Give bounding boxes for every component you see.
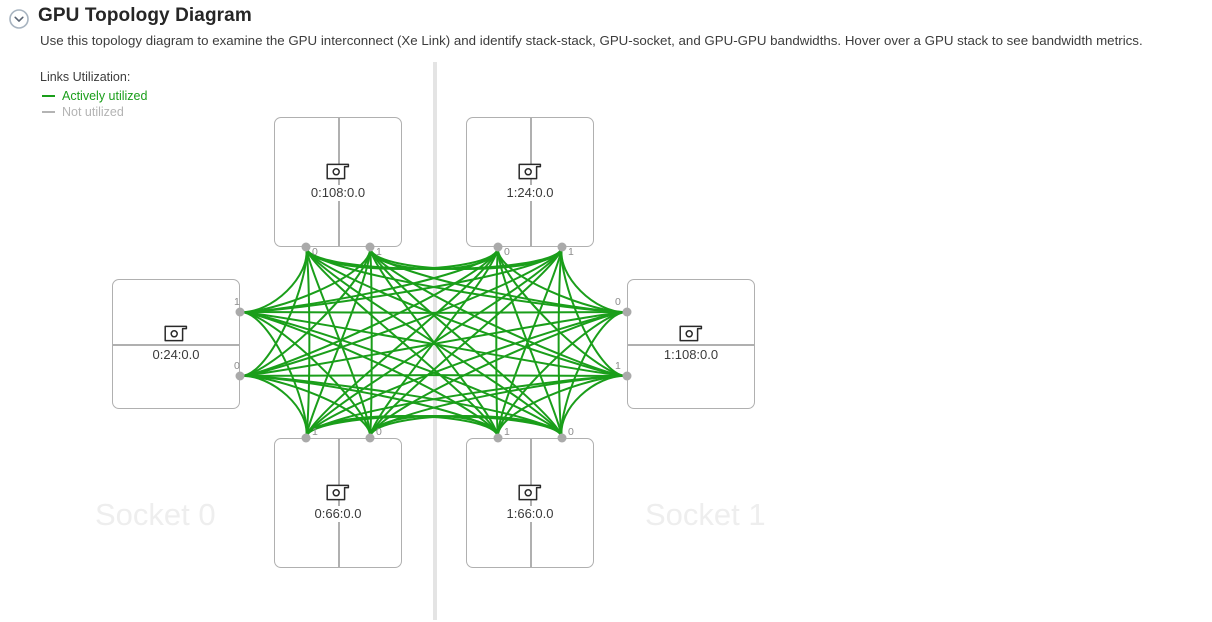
- xe-link: [496, 310, 628, 439]
- legend-label-active: Actively utilized: [62, 89, 148, 103]
- xe-link: [368, 246, 563, 271]
- xe-link: [368, 310, 628, 439]
- xe-link: [305, 246, 500, 439]
- gpu-stack-divider: [530, 118, 532, 246]
- xe-link: [239, 246, 308, 314]
- legend-line-active-icon: [42, 95, 55, 97]
- xe-link: [368, 246, 628, 314]
- xe-link: [239, 374, 308, 439]
- xe-link: [239, 374, 372, 439]
- port-0-gpu-bottom-right[interactable]: [557, 433, 567, 443]
- gpu-stack-divider: [530, 439, 532, 567]
- legend-label-inactive: Not utilized: [62, 105, 124, 119]
- xe-link: [239, 246, 372, 314]
- panel-description: Use this topology diagram to examine the…: [40, 33, 1143, 48]
- xe-link: [495, 246, 499, 439]
- xe-link: [239, 310, 372, 439]
- page-title: GPU Topology Diagram: [38, 5, 252, 26]
- port-1-gpu-right[interactable]: [622, 371, 632, 381]
- port-label-0-gpu-top-right: 0: [504, 246, 510, 258]
- xe-link: [239, 246, 564, 378]
- port-1-gpu-top-right[interactable]: [557, 242, 567, 252]
- xe-link: [368, 246, 563, 439]
- xe-link: [496, 246, 628, 314]
- xe-link: [304, 310, 628, 439]
- port-label-0-gpu-top-left: 0: [312, 246, 318, 258]
- xe-link: [305, 246, 372, 439]
- xe-link: [557, 246, 563, 439]
- xe-link: [239, 374, 564, 439]
- chevron-down-circle-icon[interactable]: [8, 8, 30, 30]
- xe-link: [305, 415, 500, 439]
- xe-link: [239, 310, 500, 439]
- links-utilization-legend: Links Utilization: Actively utilized Not…: [40, 70, 147, 120]
- xe-link: [368, 246, 628, 378]
- port-label-1-gpu-left: 1: [234, 296, 240, 308]
- xe-link: [560, 310, 628, 439]
- xe-link: [305, 246, 500, 439]
- port-label-1-gpu-top-left: 1: [376, 246, 382, 258]
- port-1-gpu-top-left[interactable]: [365, 242, 375, 252]
- xe-link: [496, 374, 628, 439]
- gpu-stack-divider: [338, 118, 340, 246]
- xe-link: [305, 246, 372, 439]
- socket-divider: [433, 62, 437, 620]
- socket-1-watermark: Socket 1: [645, 497, 766, 532]
- xe-link: [239, 246, 564, 314]
- gpu-box-0-24-0-0[interactable]: [112, 279, 240, 409]
- socket-0-watermark: Socket 0: [95, 497, 216, 532]
- xe-link: [496, 246, 563, 439]
- xe-link: [239, 310, 308, 439]
- port-label-1-gpu-bottom-left: 1: [312, 426, 318, 438]
- xe-link: [304, 374, 628, 439]
- port-0-gpu-right[interactable]: [622, 307, 632, 317]
- port-0-gpu-left[interactable]: [235, 371, 245, 381]
- xe-link: [496, 246, 563, 439]
- xe-link: [239, 246, 308, 378]
- port-label-0-gpu-bottom-right: 0: [568, 426, 574, 438]
- xe-link: [305, 246, 311, 439]
- xe-link: [304, 246, 628, 314]
- gpu-stack-divider: [628, 344, 754, 346]
- gpu-box-0-66-0-0[interactable]: [274, 438, 402, 568]
- port-1-gpu-bottom-left[interactable]: [301, 433, 311, 443]
- port-label-0-gpu-left: 0: [234, 360, 240, 372]
- port-0-gpu-bottom-left[interactable]: [365, 433, 375, 443]
- port-1-gpu-bottom-right[interactable]: [493, 433, 503, 443]
- legend-item-active: Actively utilized: [40, 88, 147, 104]
- xe-link: [239, 310, 564, 439]
- port-1-gpu-left[interactable]: [235, 307, 245, 317]
- port-label-1-gpu-top-right: 1: [568, 246, 574, 258]
- xe-link: [560, 246, 628, 378]
- legend-line-inactive-icon: [42, 111, 55, 113]
- xe-link: [304, 246, 628, 378]
- gpu-box-1-108-0-0[interactable]: [627, 279, 755, 409]
- xe-link: [239, 246, 500, 378]
- xe-link: [368, 374, 628, 439]
- port-label-0-gpu-bottom-left: 0: [376, 426, 382, 438]
- gpu-box-1-24-0-0[interactable]: [466, 117, 594, 247]
- legend-item-inactive: Not utilized: [40, 104, 147, 120]
- port-0-gpu-top-right[interactable]: [493, 242, 503, 252]
- port-label-1-gpu-bottom-right: 1: [504, 426, 510, 438]
- xe-link: [239, 246, 500, 314]
- gpu-box-0-108-0-0[interactable]: [274, 117, 402, 247]
- port-0-gpu-top-left[interactable]: [301, 242, 311, 252]
- xe-link: [368, 246, 563, 439]
- xe-link: [305, 246, 500, 271]
- gpu-stack-divider: [338, 439, 340, 567]
- xe-link: [496, 246, 628, 378]
- xe-link: [239, 246, 372, 378]
- port-label-0-gpu-right: 0: [615, 296, 621, 308]
- gpu-stack-divider: [113, 344, 239, 346]
- xe-link: [369, 246, 373, 439]
- port-label-1-gpu-right: 1: [615, 360, 621, 372]
- xe-link: [368, 415, 563, 439]
- gpu-box-1-66-0-0[interactable]: [466, 438, 594, 568]
- xe-link: [239, 374, 500, 439]
- legend-title: Links Utilization:: [40, 70, 131, 84]
